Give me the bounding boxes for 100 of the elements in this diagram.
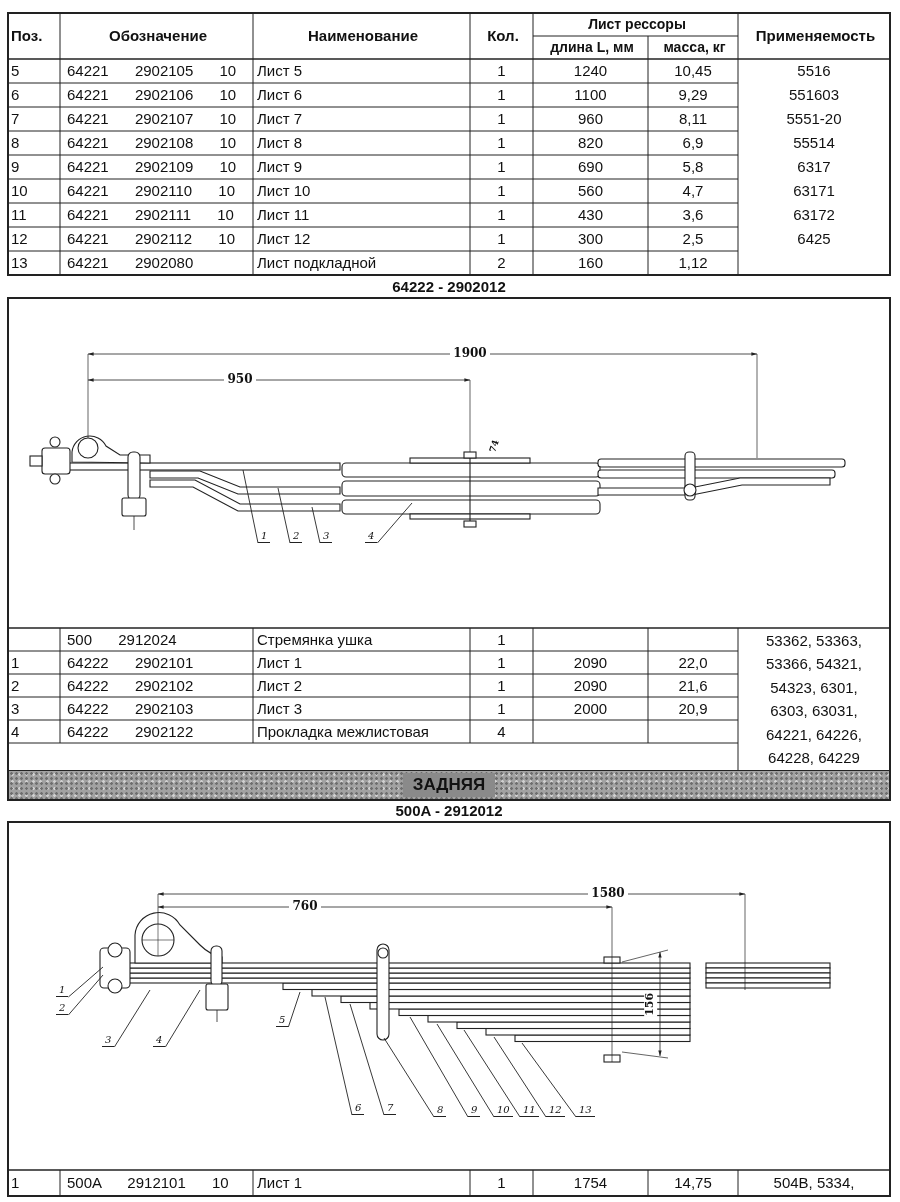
- column-header: Лист рессоры: [588, 16, 686, 33]
- part-name: Лист 1: [257, 1174, 303, 1192]
- callout-number: 4: [153, 1034, 166, 1047]
- quantity: 4: [497, 722, 506, 741]
- position-number: 13: [11, 254, 28, 272]
- part-name: Лист 1: [257, 653, 303, 672]
- position-number: 2: [11, 676, 20, 695]
- part-name: Стремянка ушка: [257, 630, 373, 649]
- section-heading: 500A - 2912012: [395, 802, 503, 820]
- quantity: 1: [497, 699, 506, 718]
- quantity: 1: [497, 182, 506, 200]
- callout-number: 11: [520, 1104, 539, 1117]
- vehicle-models: 6317: [797, 158, 831, 176]
- part-name: Лист 11: [257, 206, 310, 224]
- callout-number: 10: [494, 1104, 513, 1117]
- part-name: Лист 10: [257, 182, 311, 200]
- callout-number: 12: [546, 1104, 565, 1117]
- position-number: 5: [11, 62, 20, 80]
- leaf-length: 300: [578, 230, 603, 248]
- position-number: 1: [11, 653, 20, 672]
- vehicle-models: 6425: [797, 230, 831, 248]
- leader-line: [67, 966, 104, 998]
- column-header: Поз.: [11, 27, 43, 45]
- part-name: Лист 8: [257, 134, 303, 152]
- callout-number: 13: [576, 1104, 595, 1117]
- position-number: 9: [11, 158, 20, 176]
- section-band: [8, 770, 890, 800]
- position-number: 6: [11, 86, 20, 104]
- leaf-length: 1240: [573, 62, 608, 80]
- position-number: 1: [11, 1174, 20, 1192]
- part-name: Прокладка межлистовая: [257, 722, 429, 741]
- callout-number: 3: [320, 530, 333, 543]
- part-number: 64221 2902110 10: [67, 182, 235, 200]
- leader-line: [349, 1003, 385, 1116]
- part-name: Лист 2: [257, 676, 303, 695]
- leaf-length: 690: [578, 158, 603, 176]
- leaf-length: 160: [578, 254, 603, 272]
- section-title: ЗАДНЯЯ: [402, 773, 496, 797]
- leaf-length: 2000: [573, 699, 608, 718]
- leader-line: [242, 469, 259, 544]
- quantity: 1: [497, 206, 506, 224]
- leaf-mass: 4,7: [682, 182, 704, 200]
- part-number: 64222 2902122: [67, 722, 194, 741]
- position-number: 8: [11, 134, 20, 152]
- callout-number: 5: [276, 1014, 289, 1027]
- part-name: Лист 12: [257, 230, 311, 248]
- part-number: 64221 2902105 10: [67, 62, 237, 80]
- section-heading: 64222 - 2902012: [392, 278, 506, 296]
- part-name: Лист 9: [257, 158, 303, 176]
- column-header: длина L, мм: [550, 39, 634, 56]
- leader-line: [521, 1042, 577, 1118]
- column-header: Применяемость: [755, 27, 876, 45]
- vehicle-models: 5516: [797, 62, 831, 80]
- quantity: 1: [497, 110, 506, 128]
- part-number: 64221 2902108 10: [67, 134, 237, 152]
- leader-line: [287, 991, 301, 1028]
- leaf-mass: 6,9: [682, 134, 704, 152]
- leaf-length: 2090: [573, 676, 608, 695]
- callout-number: 1: [258, 530, 271, 543]
- part-number: 64222 2902101: [67, 653, 194, 672]
- position-number: 10: [11, 182, 28, 200]
- part-number: 64221 2902107 10: [67, 110, 237, 128]
- leaf-mass: 9,29: [678, 86, 708, 104]
- leaf-length: 960: [578, 110, 603, 128]
- leader-line: [493, 1036, 547, 1118]
- leader-line: [376, 502, 413, 544]
- leader-line: [436, 1023, 495, 1118]
- leader-line: [409, 1016, 469, 1118]
- leader-line: [113, 989, 151, 1048]
- part-number: 500 2912024: [67, 630, 177, 649]
- callout-number: 2: [290, 530, 303, 543]
- part-number: 500A 2912101 10: [67, 1174, 229, 1192]
- vehicle-models: 5551-20: [786, 110, 842, 128]
- callout-number: 3: [102, 1034, 115, 1047]
- part-number: 64221 2902106 10: [67, 86, 237, 104]
- vehicle-models: 63171: [793, 182, 835, 200]
- leader-line: [324, 996, 353, 1116]
- part-number: 64221 2902111 10: [67, 206, 234, 224]
- column-header: Кол.: [487, 27, 519, 45]
- leader-line: [311, 506, 321, 544]
- position-number: 7: [11, 110, 20, 128]
- leader-line: [463, 1029, 521, 1118]
- quantity: 1: [497, 1174, 506, 1192]
- callout-number: 6: [352, 1102, 365, 1115]
- quantity: 1: [497, 676, 506, 695]
- leader-line: [383, 1037, 435, 1118]
- callout-number: 1: [56, 984, 69, 997]
- leader-line: [67, 974, 104, 1016]
- vehicle-models: 551603: [788, 86, 840, 104]
- part-name: Лист 3: [257, 699, 303, 718]
- part-number: 64222 2902103: [67, 699, 194, 718]
- leader-line: [277, 487, 291, 544]
- leaf-mass: 3,6: [682, 206, 704, 224]
- leaf-mass: 22,0: [678, 653, 708, 672]
- callout-number: 7: [384, 1102, 397, 1115]
- callout-number: 4: [365, 530, 378, 543]
- leaf-mass: 8,11: [678, 110, 708, 128]
- part-name: Лист 6: [257, 86, 303, 104]
- quantity: 1: [497, 630, 506, 649]
- vehicle-models: 55514: [793, 134, 835, 152]
